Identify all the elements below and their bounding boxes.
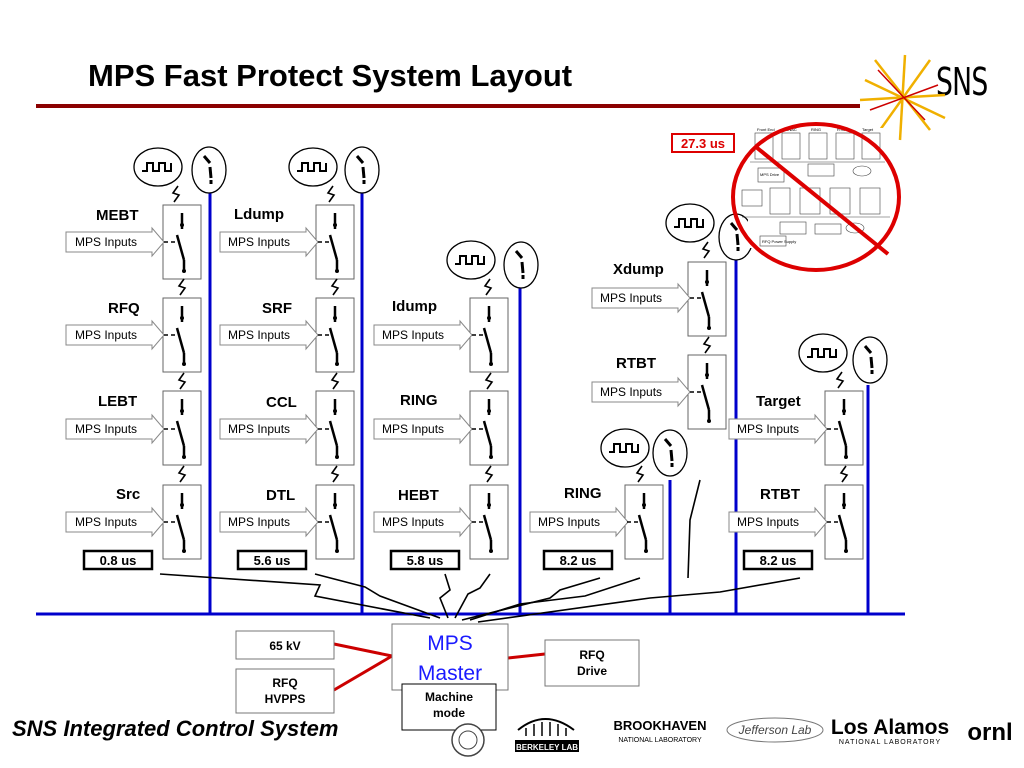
timing-label: 5.6 us: [254, 553, 291, 568]
timing-label: 5.8 us: [407, 553, 444, 568]
rfq-hvpps-label-1: RFQ: [272, 676, 297, 690]
old-diagram-label: RING: [811, 127, 821, 132]
mps-inputs-label: MPS Inputs: [382, 422, 444, 436]
ornl-logo-text: ornl: [967, 719, 1012, 746]
rfq-drive-label-2: Drive: [577, 664, 607, 678]
node-label-rfq: RFQ: [108, 300, 140, 317]
red-links: [333, 642, 546, 692]
brookhaven-subtext: NATIONAL LABORATORY: [618, 737, 702, 744]
sns-logo-text: SNS: [936, 60, 988, 104]
mps-inputs-label: MPS Inputs: [382, 328, 444, 342]
berkeley-lab-text: BERKELEY LAB: [516, 743, 578, 752]
machine-mode-box: [401, 683, 497, 731]
rfq-hvpps-box: [235, 668, 335, 714]
lanl-subtext: NATIONAL LABORATORY: [839, 739, 941, 746]
node-label-xdump: Xdump: [613, 261, 664, 278]
mps-inputs-label: MPS Inputs: [75, 515, 137, 529]
hv-box: [235, 630, 335, 660]
mps-master-label-2: Master: [418, 662, 482, 685]
node-label-rtbt: RTBT: [616, 355, 656, 372]
mps-inputs-label: MPS Inputs: [228, 235, 290, 249]
node-label-dtl: DTL: [266, 487, 295, 504]
hv-label: 65 kV: [269, 639, 300, 653]
chicago-seal-icon: [451, 723, 485, 757]
old-diagram-label: Target: [862, 127, 874, 132]
link-bolts: [159, 479, 801, 623]
node-label-src: Src: [116, 486, 140, 503]
node-label-target: Target: [756, 393, 801, 410]
mps-master-box: [391, 623, 509, 691]
brookhaven-text: BROOKHAVEN: [614, 718, 707, 733]
footer-title: SNS Integrated Control System: [12, 716, 339, 741]
los-alamos-logo: Los Alamos NATIONAL LABORATORY: [831, 716, 949, 746]
timing-label: 8.2 us: [560, 553, 597, 568]
machine-mode-label-2: mode: [433, 706, 465, 720]
mps-inputs-label: MPS Inputs: [737, 515, 799, 529]
mps-inputs-label: MPS Inputs: [600, 291, 662, 305]
timing-label: 0.8 us: [100, 553, 137, 568]
node-label-idump: Idump: [392, 298, 437, 315]
berkeley-lab-logo: BERKELEY LAB: [515, 718, 579, 752]
crossed-timing-label: 27.3 us: [681, 136, 725, 151]
node-label-hebt: HEBT: [398, 487, 439, 504]
lanl-text: Los Alamos: [831, 716, 949, 739]
mps-inputs-label: MPS Inputs: [600, 385, 662, 399]
node-label-rtbt-2: RTBT: [760, 486, 800, 503]
node-label-srf: SRF: [262, 300, 292, 317]
rfq-drive-label-1: RFQ: [579, 648, 604, 662]
rfq-hvpps-label-2: HVPPS: [265, 692, 306, 706]
crossed-timing-box: [671, 133, 735, 153]
node-label-ldump: Ldump: [234, 206, 284, 223]
old-diagram-label: RFQ Power Supply: [762, 239, 796, 244]
timing-boxes: [82, 549, 814, 571]
node-label-ring: RING: [400, 392, 438, 409]
old-diagram-label: LINAC: [785, 127, 797, 132]
mps-inputs-label: MPS Inputs: [75, 235, 137, 249]
jlab-text: Jefferson Lab: [738, 723, 812, 737]
node-label-mebt: MEBT: [96, 207, 139, 224]
mps-inputs-label: MPS Inputs: [75, 328, 137, 342]
rfq-drive-box: [544, 639, 640, 687]
mps-inputs-label: MPS Inputs: [382, 515, 444, 529]
mps-inputs-label: MPS Inputs: [538, 515, 600, 529]
jefferson-lab-logo: Jefferson Lab: [726, 717, 824, 743]
old-diagram-label: MPS Drive: [760, 172, 780, 177]
old-layout-thumbnail: Front End LINAC RING RTBT Target MPS Dri…: [731, 122, 901, 272]
node-label-lebt: LEBT: [98, 393, 137, 410]
page-title: MPS Fast Protect System Layout: [88, 58, 573, 93]
mps-inputs-label: MPS Inputs: [228, 515, 290, 529]
old-diagram-label: Front End: [757, 127, 775, 132]
mps-inputs-label: MPS Inputs: [737, 422, 799, 436]
node-label-ring-2: RING: [564, 485, 602, 502]
mps-inputs-label: MPS Inputs: [228, 328, 290, 342]
mps-master-label-1: MPS: [427, 632, 473, 655]
machine-mode-label-1: Machine: [425, 690, 473, 704]
node-label-ccl: CCL: [266, 394, 297, 411]
mps-inputs-label: MPS Inputs: [75, 422, 137, 436]
timing-label: 8.2 us: [760, 553, 797, 568]
brookhaven-logo: BROOKHAVEN NATIONAL LABORATORY: [614, 718, 707, 744]
mps-inputs-label: MPS Inputs: [228, 422, 290, 436]
